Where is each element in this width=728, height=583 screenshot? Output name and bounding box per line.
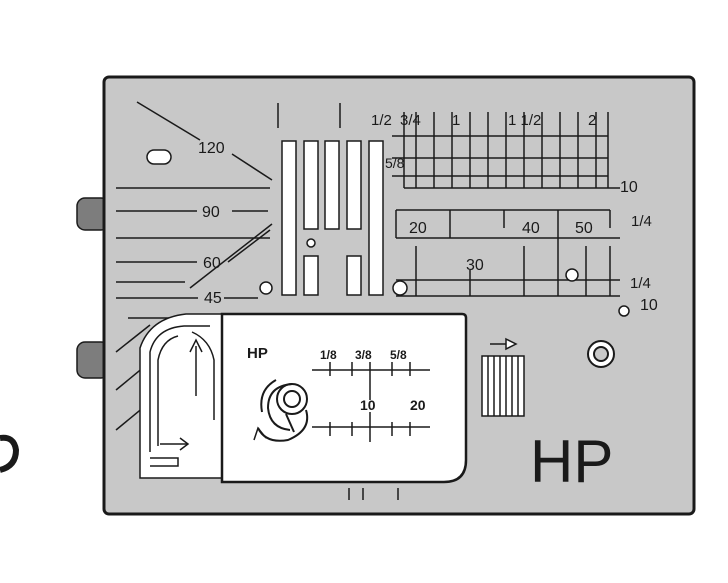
guide-hole-far-right [618, 305, 630, 317]
feed-dog-icon [481, 355, 525, 417]
arrow-right-icon [490, 337, 518, 351]
mm-label-30: 30 [466, 257, 484, 274]
hp-insert-plate [220, 312, 468, 484]
feed-dog-slots [281, 140, 384, 296]
insert-fraction-3-8: 3/8 [355, 348, 372, 362]
label-quarter-lower: 1/4 [630, 275, 651, 292]
plate-model-label: HP [530, 428, 613, 495]
needle-ticks-top [277, 103, 341, 128]
insert-fraction-1-8: 1/8 [320, 348, 337, 362]
angle-label-120: 120 [198, 140, 225, 157]
label-ten-right: 10 [620, 179, 638, 196]
angle-label-45: 45 [204, 290, 222, 307]
fraction-label-one: 1 [452, 112, 460, 129]
fraction-label-half: 1/2 [371, 112, 392, 129]
fraction-label-five-eighths: 5/8 [385, 155, 405, 171]
plate-slot [146, 149, 172, 165]
guide-hole-right [565, 268, 579, 282]
bobbin-icon [253, 379, 309, 442]
left-guide-hole [259, 281, 273, 295]
needle-ticks-bottom [348, 488, 399, 500]
fraction-label-two: 2 [588, 112, 596, 129]
needle-hole-small [306, 238, 316, 248]
mm-label-50: 50 [575, 220, 593, 237]
mm-label-40: 40 [522, 220, 540, 237]
bobbin-case-icon [139, 313, 223, 479]
insert-label: HP [247, 345, 268, 362]
inch-grid [392, 112, 620, 189]
fraction-label-three-quarter: 3/4 [400, 112, 421, 129]
mm-label-20: 20 [409, 220, 427, 237]
guide-hole-mid [392, 280, 408, 296]
metric-grid [395, 209, 620, 297]
angle-label-90: 90 [202, 204, 220, 221]
label-quarter-upper: 1/4 [631, 213, 652, 230]
screw-icon [587, 340, 615, 368]
insert-number-10: 10 [360, 397, 376, 413]
insert-fraction-5-8: 5/8 [390, 348, 407, 362]
angle-label-60: 60 [203, 255, 221, 272]
edge-glyph [0, 434, 20, 473]
label-ten-lower: 10 [640, 297, 658, 314]
insert-ruler [312, 362, 430, 442]
insert-number-20: 20 [410, 397, 426, 413]
fraction-label-one-half: 1 1/2 [508, 112, 541, 129]
